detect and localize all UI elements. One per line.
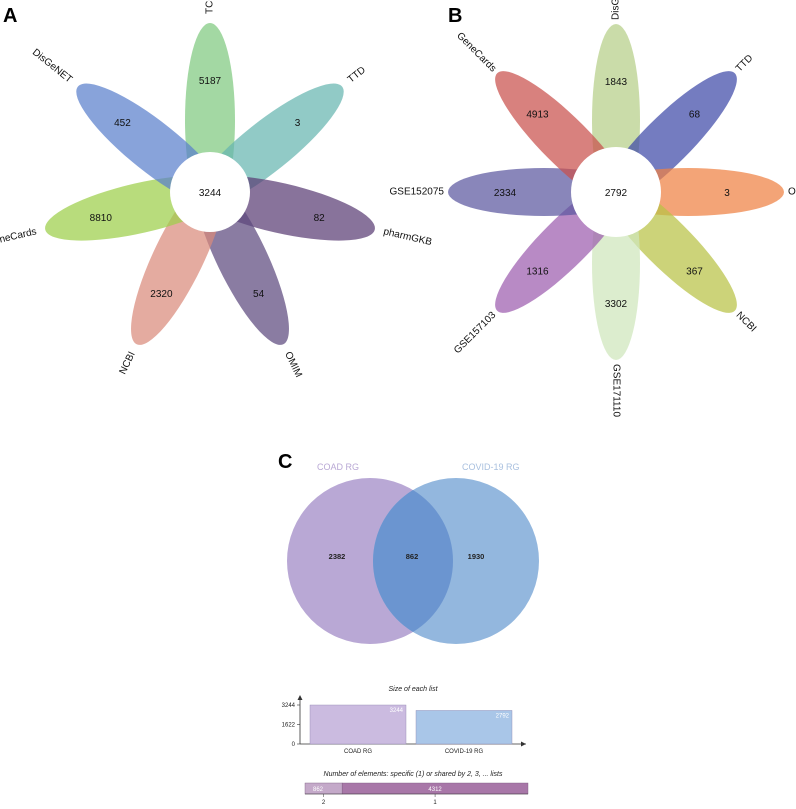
elements-segment-value-0: 862 bbox=[313, 787, 324, 793]
flower-diagram-b: 27921843DisGeNET68TTD3OMIM367NCBI3302GSE… bbox=[390, 0, 796, 417]
elements-stacked-bar: Number of elements: specific (1) or shar… bbox=[304, 771, 529, 806]
b-label-omim: OMIM bbox=[788, 187, 796, 198]
a-count-omim: 54 bbox=[253, 289, 265, 300]
elements-chart-title: Number of elements: specific (1) or shar… bbox=[324, 771, 503, 778]
size-y-tick-label: 3244 bbox=[282, 703, 296, 709]
size-category-label-0: COAD RG bbox=[344, 749, 372, 755]
a-label-ttd: TTD bbox=[346, 65, 368, 86]
size-y-tick-label: 1622 bbox=[282, 723, 296, 729]
size-bar-0 bbox=[309, 704, 407, 745]
size-y-axis-arrow bbox=[297, 695, 303, 700]
b-count-disgenet: 1843 bbox=[605, 77, 628, 88]
venn-count-overlap: 862 bbox=[406, 552, 419, 561]
b-center-count: 2792 bbox=[605, 188, 628, 199]
b-label-gse152075: GSE152075 bbox=[390, 187, 445, 198]
a-count-ttd: 3 bbox=[295, 118, 301, 129]
size-bar-1 bbox=[415, 710, 513, 745]
a-center-circle bbox=[170, 152, 250, 232]
b-label-ncbi: NCBI bbox=[734, 310, 759, 335]
a-label-ncbi: NCBI bbox=[118, 350, 138, 376]
elements-category-label-1: 1 bbox=[433, 800, 437, 806]
panel-b-letter: B bbox=[448, 5, 462, 27]
b-label-ttd: TTD bbox=[734, 53, 756, 75]
a-center-count: 3244 bbox=[199, 188, 222, 199]
a-count-ncbi: 2320 bbox=[150, 289, 173, 300]
panel-c-letter: C bbox=[278, 451, 292, 473]
size-chart-title: Size of each list bbox=[388, 686, 438, 693]
venn-count-left: 2382 bbox=[329, 552, 346, 561]
venn-set-label-coad: COAD RG bbox=[317, 462, 359, 472]
size-y-tick-label: 0 bbox=[292, 742, 296, 748]
a-label-omim: OMIM bbox=[282, 350, 304, 379]
b-count-ncbi: 367 bbox=[686, 266, 703, 277]
b-count-omim: 3 bbox=[724, 188, 730, 199]
b-count-genecards: 4913 bbox=[526, 110, 549, 121]
a-label-pharmgkb: pharmGKB bbox=[382, 226, 433, 248]
size-bar-value-0: 3244 bbox=[390, 708, 404, 714]
b-label-gse171110: GSE171110 bbox=[610, 364, 621, 417]
b-count-ttd: 68 bbox=[689, 110, 701, 121]
b-center-circle bbox=[571, 147, 661, 237]
size-bar-value-1: 2792 bbox=[496, 713, 510, 719]
b-label-genecards: GeneCards bbox=[454, 30, 498, 74]
a-count-disgenet: 452 bbox=[114, 118, 131, 129]
b-count-gse171110: 3302 bbox=[605, 299, 628, 310]
a-count-tcga: 5187 bbox=[199, 76, 222, 87]
a-count-genecards: 8810 bbox=[90, 213, 113, 224]
a-count-pharmgkb: 82 bbox=[314, 213, 326, 224]
a-label-genecards: GeneCards bbox=[0, 226, 38, 248]
b-count-gse157103: 1316 bbox=[526, 266, 549, 277]
venn-set-label-covid: COVID-19 RG bbox=[462, 462, 520, 472]
a-label-disgenet: DisGeNET bbox=[30, 47, 74, 85]
elements-segment-0 bbox=[304, 782, 343, 795]
b-count-gse152075: 2334 bbox=[494, 188, 517, 199]
b-label-disgenet: DisGeNET bbox=[611, 0, 622, 20]
venn-count-right: 1930 bbox=[468, 552, 485, 561]
size-category-label-1: COVID-19 RG bbox=[445, 749, 484, 755]
venn-overlap-region bbox=[373, 490, 454, 632]
elements-category-label-0: 2 bbox=[322, 800, 326, 806]
venn-diagram: COAD RG COVID-19 RG 2382 862 1930 bbox=[287, 462, 539, 644]
a-label-tcga: TCGA bbox=[205, 0, 216, 14]
panel-a-letter: A bbox=[3, 5, 17, 27]
b-label-gse157103: GSE157103 bbox=[452, 310, 499, 357]
elements-segment-value-1: 4312 bbox=[428, 787, 442, 793]
size-x-axis-arrow bbox=[521, 741, 526, 747]
